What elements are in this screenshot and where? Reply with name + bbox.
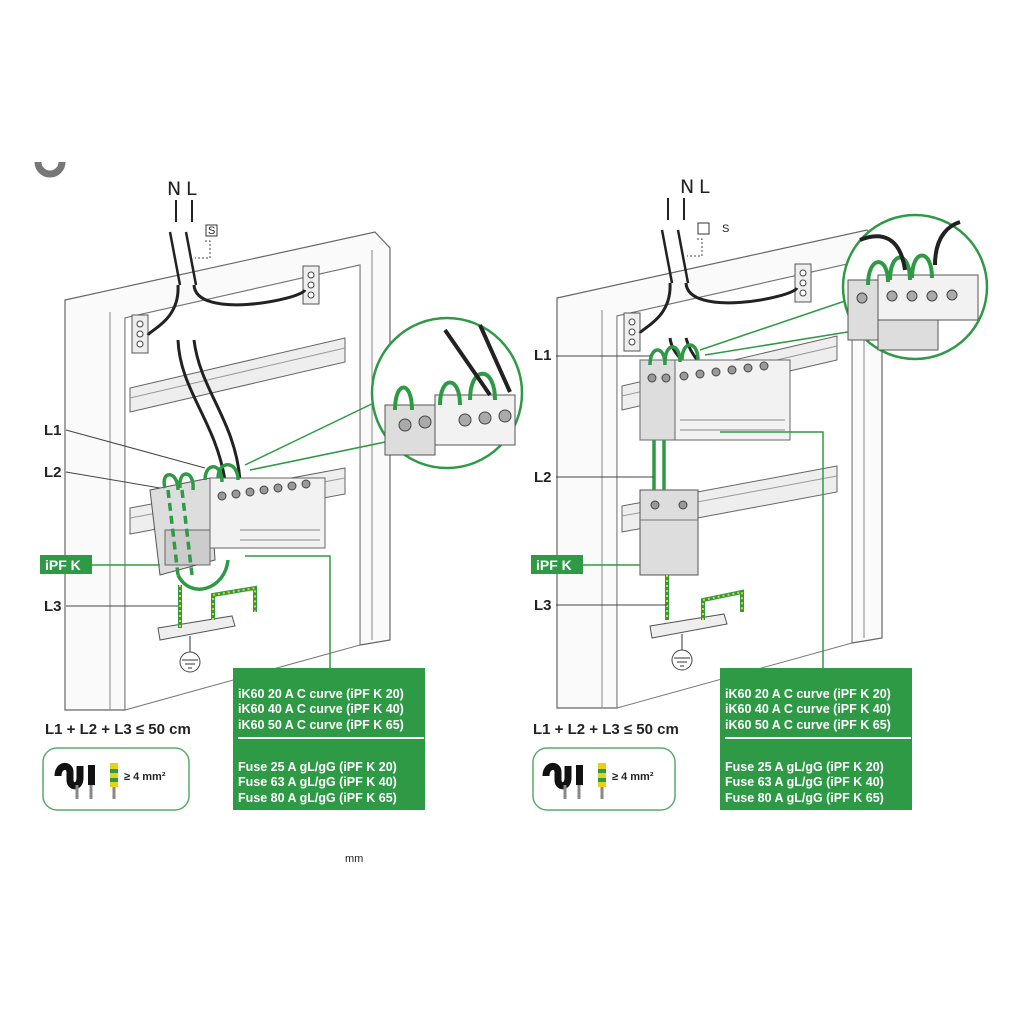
breaker-option: iK60 50 A C curve (iPF K 65) xyxy=(725,718,891,732)
label-l3: L3 xyxy=(534,597,552,614)
breaker-block xyxy=(639,359,791,441)
breaker-row xyxy=(209,477,326,549)
neutral-label: N xyxy=(680,176,694,198)
detail-zoom-circle xyxy=(699,213,989,361)
fuse-option: Fuse 25 A gL/gG (iPF K 20) xyxy=(725,760,884,774)
length-formula: L1 + L2 + L3 ≤ 50 cm xyxy=(45,721,191,738)
fuse-option: Fuse 63 A gL/gG (iPF K 40) xyxy=(238,775,397,789)
label-l2: L2 xyxy=(534,469,552,486)
ipfk-tag-text: iPF K xyxy=(536,557,572,573)
breaker-option: iK60 40 A C curve (iPF K 40) xyxy=(725,702,891,716)
surge-protector-iPFK xyxy=(639,489,699,576)
detail-zoom-circle xyxy=(244,316,524,471)
breaker-option: iK60 20 A C curve (iPF K 20) xyxy=(725,687,891,701)
fuse-option: Fuse 80 A gL/gG (iPF K 65) xyxy=(238,791,397,805)
line-label: L xyxy=(186,178,197,200)
length-formula: L1 + L2 + L3 ≤ 50 cm xyxy=(533,721,679,738)
page-corner-mark xyxy=(34,161,66,178)
cabinet-drawing xyxy=(63,198,392,712)
fuse-option: Fuse 63 A gL/gG (iPF K 40) xyxy=(725,775,884,789)
surge-protector-iPFK xyxy=(149,477,216,576)
switch-label: S xyxy=(722,223,729,235)
line-label: L xyxy=(699,176,710,198)
ipfk-tag xyxy=(40,555,92,574)
fuse-option: Fuse 25 A gL/gG (iPF K 20) xyxy=(238,760,397,774)
cabinet-drawing xyxy=(555,196,884,710)
switch-label: S xyxy=(208,225,215,237)
neutral-label: N xyxy=(167,178,181,200)
cable-section: ≥ 4 mm² xyxy=(124,771,166,783)
breaker-option: iK60 40 A C curve (iPF K 40) xyxy=(238,702,404,716)
right-panel: N L S L1 L2 xyxy=(531,176,989,811)
breaker-option: iK60 50 A C curve (iPF K 65) xyxy=(238,718,404,732)
fuse-option: Fuse 80 A gL/gG (iPF K 65) xyxy=(725,791,884,805)
ipfk-tag xyxy=(531,555,583,574)
cable-section: ≥ 4 mm² xyxy=(612,771,654,783)
label-l2: L2 xyxy=(44,464,62,481)
label-l1: L1 xyxy=(44,422,62,439)
ipfk-tag-text: iPF K xyxy=(45,557,81,573)
label-l3: L3 xyxy=(44,598,62,615)
label-l1: L1 xyxy=(534,347,552,364)
page-mark: mm xyxy=(345,853,363,865)
left-panel: N L S xyxy=(40,178,524,811)
breaker-option: iK60 20 A C curve (iPF K 20) xyxy=(238,687,404,701)
